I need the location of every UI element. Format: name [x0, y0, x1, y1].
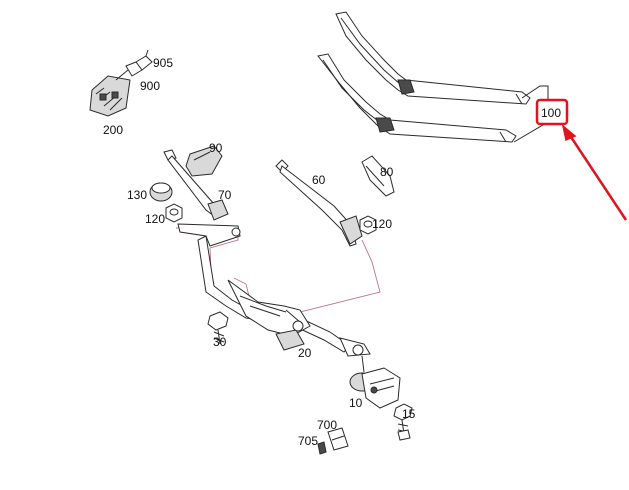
leader-900 — [115, 69, 129, 81]
label-120-left: 120 — [145, 212, 165, 226]
label-700: 700 — [317, 418, 337, 432]
hex-nut-right[interactable] — [359, 215, 377, 235]
label-30: 30 — [213, 335, 227, 349]
cover-cap[interactable] — [185, 145, 223, 177]
wiper-linkage[interactable] — [176, 223, 381, 357]
label-90: 90 — [209, 141, 223, 155]
connector-clip[interactable] — [125, 49, 153, 77]
label-200: 200 — [103, 123, 123, 137]
wiper-arm-left[interactable] — [163, 149, 229, 221]
label-20: 20 — [298, 346, 312, 360]
label-100: 100 — [541, 106, 561, 120]
label-130: 130 — [127, 188, 147, 202]
nut-cap[interactable] — [149, 182, 173, 202]
label-900: 900 — [140, 79, 160, 93]
wiper-motor[interactable] — [349, 355, 401, 409]
label-80: 80 — [380, 165, 394, 179]
label-10: 10 — [349, 396, 363, 410]
leader-100 — [513, 85, 549, 143]
label-60: 60 — [312, 173, 326, 187]
wiper-arm-right[interactable] — [275, 159, 363, 247]
arm-cover[interactable] — [361, 155, 395, 197]
label-15: 15 — [402, 407, 416, 421]
highlight-box — [535, 98, 569, 126]
label-905: 905 — [153, 56, 173, 70]
bolt[interactable] — [207, 311, 229, 345]
label-120-right: 120 — [372, 217, 392, 231]
motor-plug[interactable] — [317, 427, 349, 455]
wiper-blade-upper[interactable] — [335, 11, 531, 105]
pointer-arrow — [561, 124, 628, 221]
label-705: 705 — [298, 434, 318, 448]
motor-bolt[interactable] — [393, 403, 413, 441]
wiper-blade-lower[interactable] — [317, 53, 517, 143]
label-70: 70 — [218, 188, 232, 202]
connector-housing[interactable] — [89, 75, 131, 117]
hex-nut-left[interactable] — [165, 203, 183, 223]
